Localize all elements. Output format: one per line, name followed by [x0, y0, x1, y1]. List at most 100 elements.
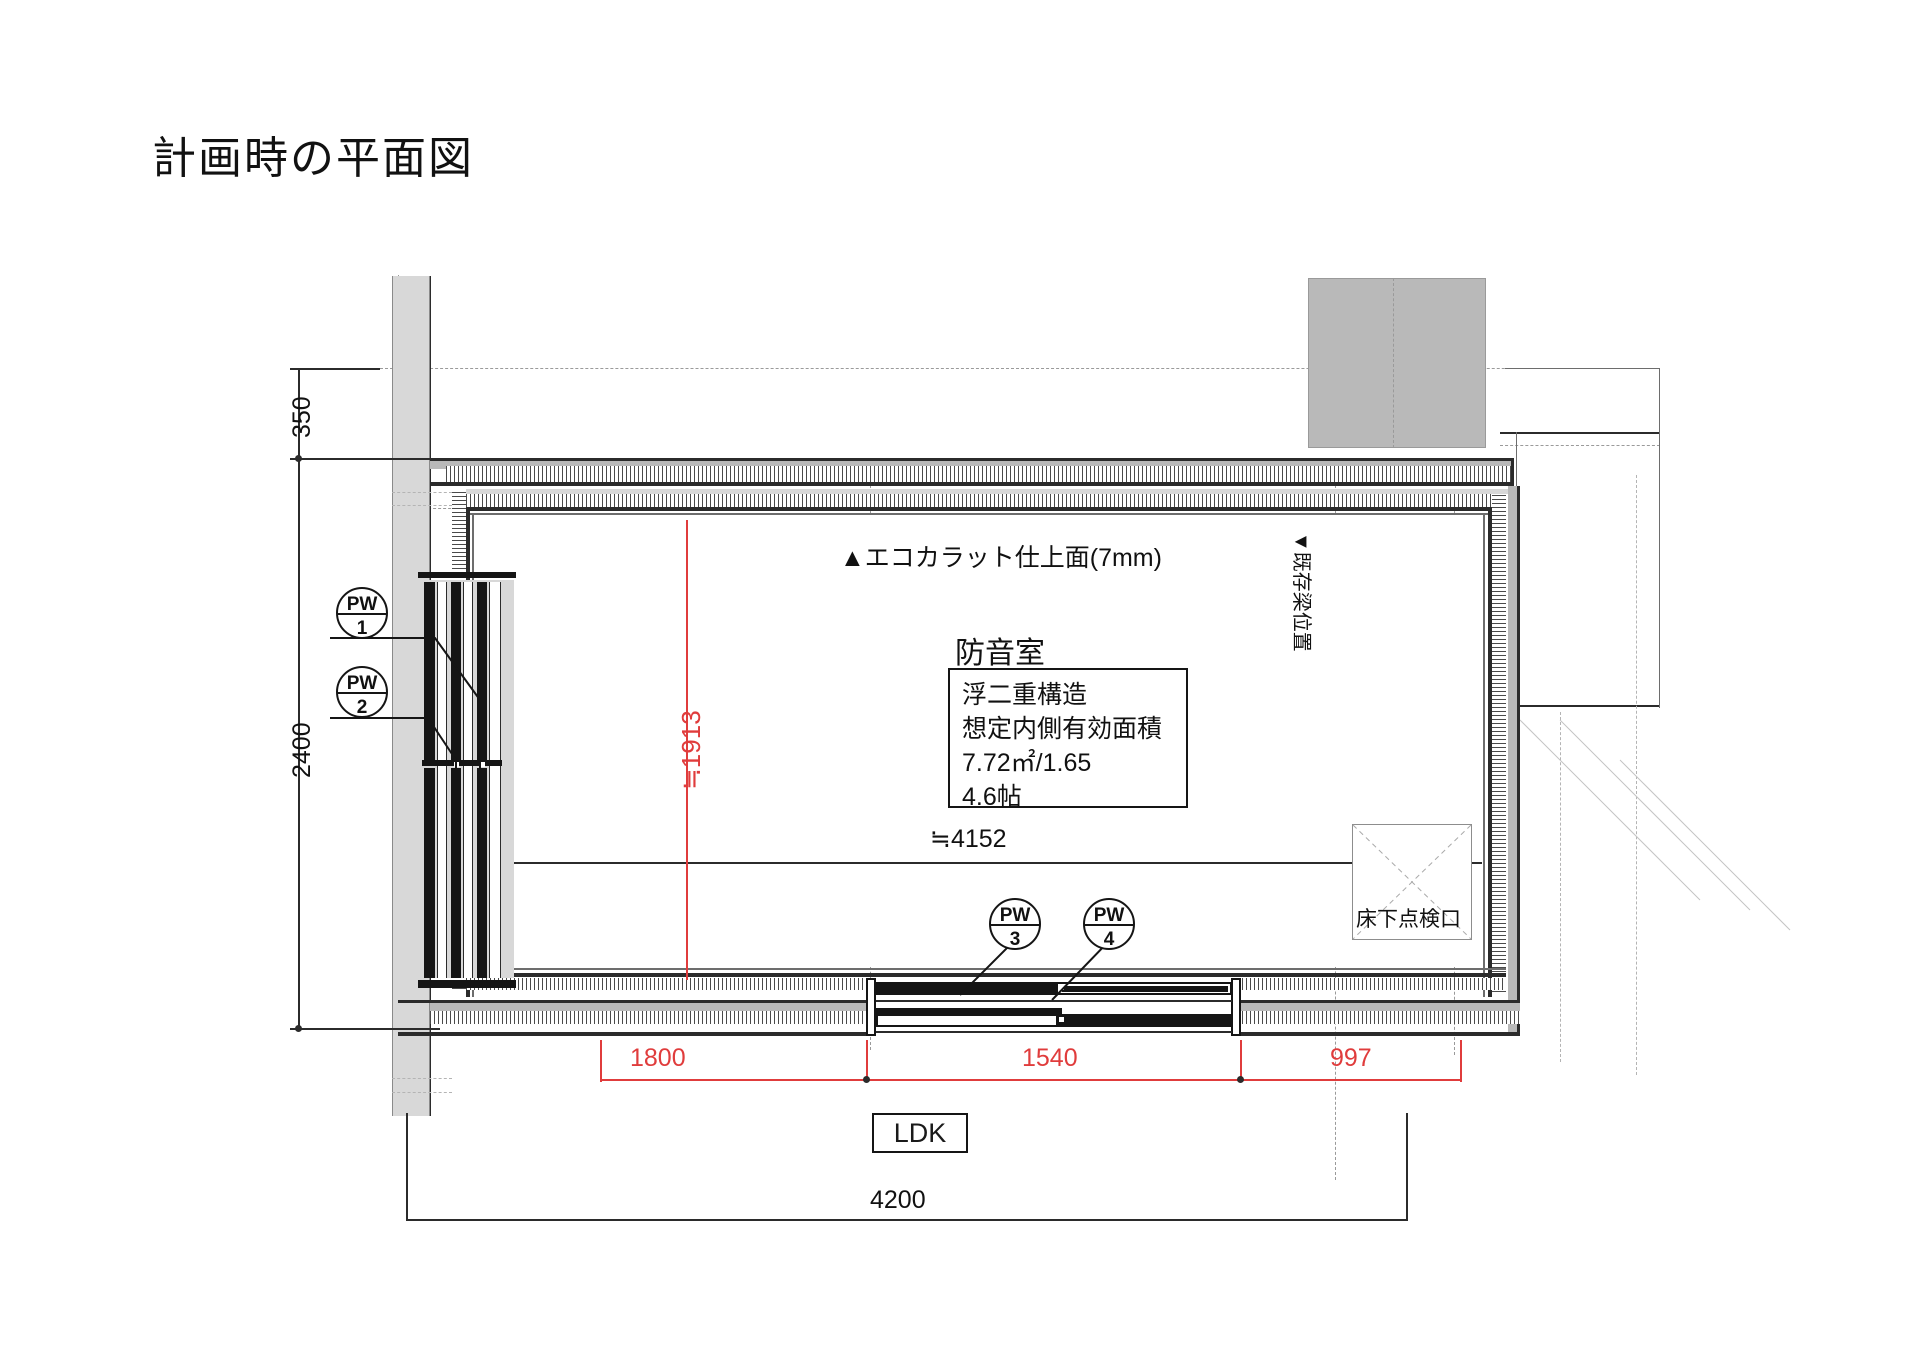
ecocarat-finish-label: ▲エコカラット仕上面(7mm): [840, 544, 1162, 572]
dim-2400-label: 2400: [288, 722, 316, 778]
floor-hatch-label: 床下点検口: [1356, 908, 1461, 931]
dim-inner-vertical: ≒1913: [676, 710, 706, 790]
dim-1540-label: 1540: [1022, 1044, 1078, 1072]
inner-wall-right-line: [1488, 507, 1492, 997]
callout-divider: [991, 924, 1039, 926]
exterior-line: [1659, 368, 1660, 708]
exterior-line: [1520, 705, 1660, 707]
dim-4200-label: 4200: [870, 1186, 926, 1214]
info-line-3: 7.72㎡/1.65: [962, 749, 1092, 777]
sash-leaf: [451, 768, 461, 978]
dim-ext-overall-right: [1406, 1113, 1408, 1221]
callout-pw-3[interactable]: PW 3: [989, 898, 1041, 950]
door-jamb: [1231, 978, 1241, 1036]
dim-997-label: 997: [1330, 1044, 1372, 1072]
callout-number: 3: [1009, 929, 1021, 950]
dim-350-label: 350: [288, 396, 316, 438]
dim-ext-red: [600, 1040, 602, 1082]
column-dash: [392, 1092, 452, 1093]
sash-glass: [437, 582, 447, 978]
inner-wall-right-hatch: [1492, 494, 1506, 992]
interior-ref-line: [474, 862, 1482, 864]
dim-dot: [295, 455, 302, 462]
callout-divider: [1085, 924, 1133, 926]
door-marker: [1059, 985, 1064, 990]
outer-wall-top-fill: [430, 461, 1512, 469]
column-dash: [392, 492, 452, 493]
dim-line-overall: [406, 1219, 1408, 1221]
door-jamb: [866, 978, 876, 1036]
inner-wall-top-hatch: [466, 494, 1506, 507]
dim-line-1913: [686, 520, 688, 980]
page-title: 計画時の平面図: [152, 134, 474, 183]
info-line-1: 浮二重構造: [962, 681, 1088, 709]
outer-wall-right-edge: [1517, 486, 1520, 1036]
room-name-label: 防音室: [955, 637, 1045, 670]
inner-wall-bottom-line: [466, 973, 1506, 977]
dim-ext-red: [1460, 1040, 1462, 1082]
door-leaf: [1062, 986, 1228, 992]
outer-wall-right-fill: [1508, 486, 1517, 666]
inner-wall-top-thin: [466, 513, 1506, 515]
door-marker: [1059, 1017, 1064, 1022]
dim-tick-350-bot: [290, 458, 440, 460]
dim-ext-red: [1240, 1040, 1242, 1082]
sash-marker: [480, 762, 485, 767]
column-dash: [392, 505, 452, 506]
dim-dot: [863, 1076, 870, 1083]
dim-ext-left: [298, 368, 300, 1028]
outer-wall-top-line2: [430, 482, 1512, 486]
ldk-room-label: LDK: [893, 1117, 947, 1148]
sliding-door-assembly: [866, 978, 1241, 1036]
sash-leaf: [477, 768, 487, 978]
callout-tag: PW: [346, 673, 378, 694]
room-info-box: 浮二重構造 想定内側有効面積 7.72㎡/1.65 4.6帖: [948, 668, 1188, 811]
sash-leaf: [424, 768, 435, 978]
sash-leaf: [424, 582, 435, 764]
beam-position-label: ▼既存梁位置: [1290, 532, 1312, 652]
dim-dot: [1237, 1076, 1244, 1083]
info-line-4: 4.6帖: [962, 783, 1022, 811]
sash-leaf: [451, 582, 461, 764]
door-track-line: [876, 1031, 1232, 1033]
callout-number: 1: [356, 618, 368, 639]
right-hatch-lines: [1519, 719, 1791, 931]
dim-1800-label: 1800: [630, 1044, 686, 1072]
callout-pw-2[interactable]: PW 2: [336, 666, 388, 718]
door-leaf: [876, 1008, 1062, 1014]
exterior-dashed: [1636, 475, 1637, 1075]
callout-number: 4: [1103, 929, 1115, 950]
inner-wall-top-outer: [452, 489, 1518, 494]
sash-mid-rail: [422, 760, 502, 766]
callout-leaders-left: [330, 637, 481, 830]
info-line-2: 想定内側有効面積: [962, 715, 1163, 743]
sash-glass: [489, 582, 501, 978]
exterior-dashed: [1560, 712, 1561, 1062]
dim-tick-350-top: [290, 368, 380, 370]
sash-frame-bottom: [418, 980, 516, 988]
grid-line: [380, 368, 1660, 369]
dim-chain-bottom: [600, 1079, 1460, 1081]
dim-inner-horizontal: ≒4152: [930, 825, 1007, 853]
column-dash: [392, 1078, 452, 1079]
dim-ext-red: [866, 1040, 868, 1082]
door-leaf: [1056, 1014, 1232, 1027]
callout-tag: PW: [346, 594, 378, 615]
floor-inspection-hatch-cross: [1352, 824, 1472, 940]
outer-wall-right-end: [1511, 458, 1514, 486]
dim-dot: [295, 1025, 302, 1032]
inner-wall-top-line: [466, 507, 1506, 511]
ldk-room-label-box: LDK: [872, 1113, 968, 1153]
callout-pw-1[interactable]: PW 1: [336, 587, 388, 639]
outer-wall-top-hatch: [446, 466, 1512, 482]
grid-line: [1393, 278, 1394, 448]
door-leaf: [876, 982, 1062, 995]
inner-wall-right-thin: [1483, 513, 1485, 997]
existing-beam-block: [1308, 278, 1486, 448]
sash-frame-top: [418, 572, 516, 578]
window-sash-assembly: [418, 572, 516, 990]
sash-leaf: [477, 582, 487, 764]
callout-pw-4[interactable]: PW 4: [1083, 898, 1135, 950]
sash-glass: [463, 582, 473, 978]
